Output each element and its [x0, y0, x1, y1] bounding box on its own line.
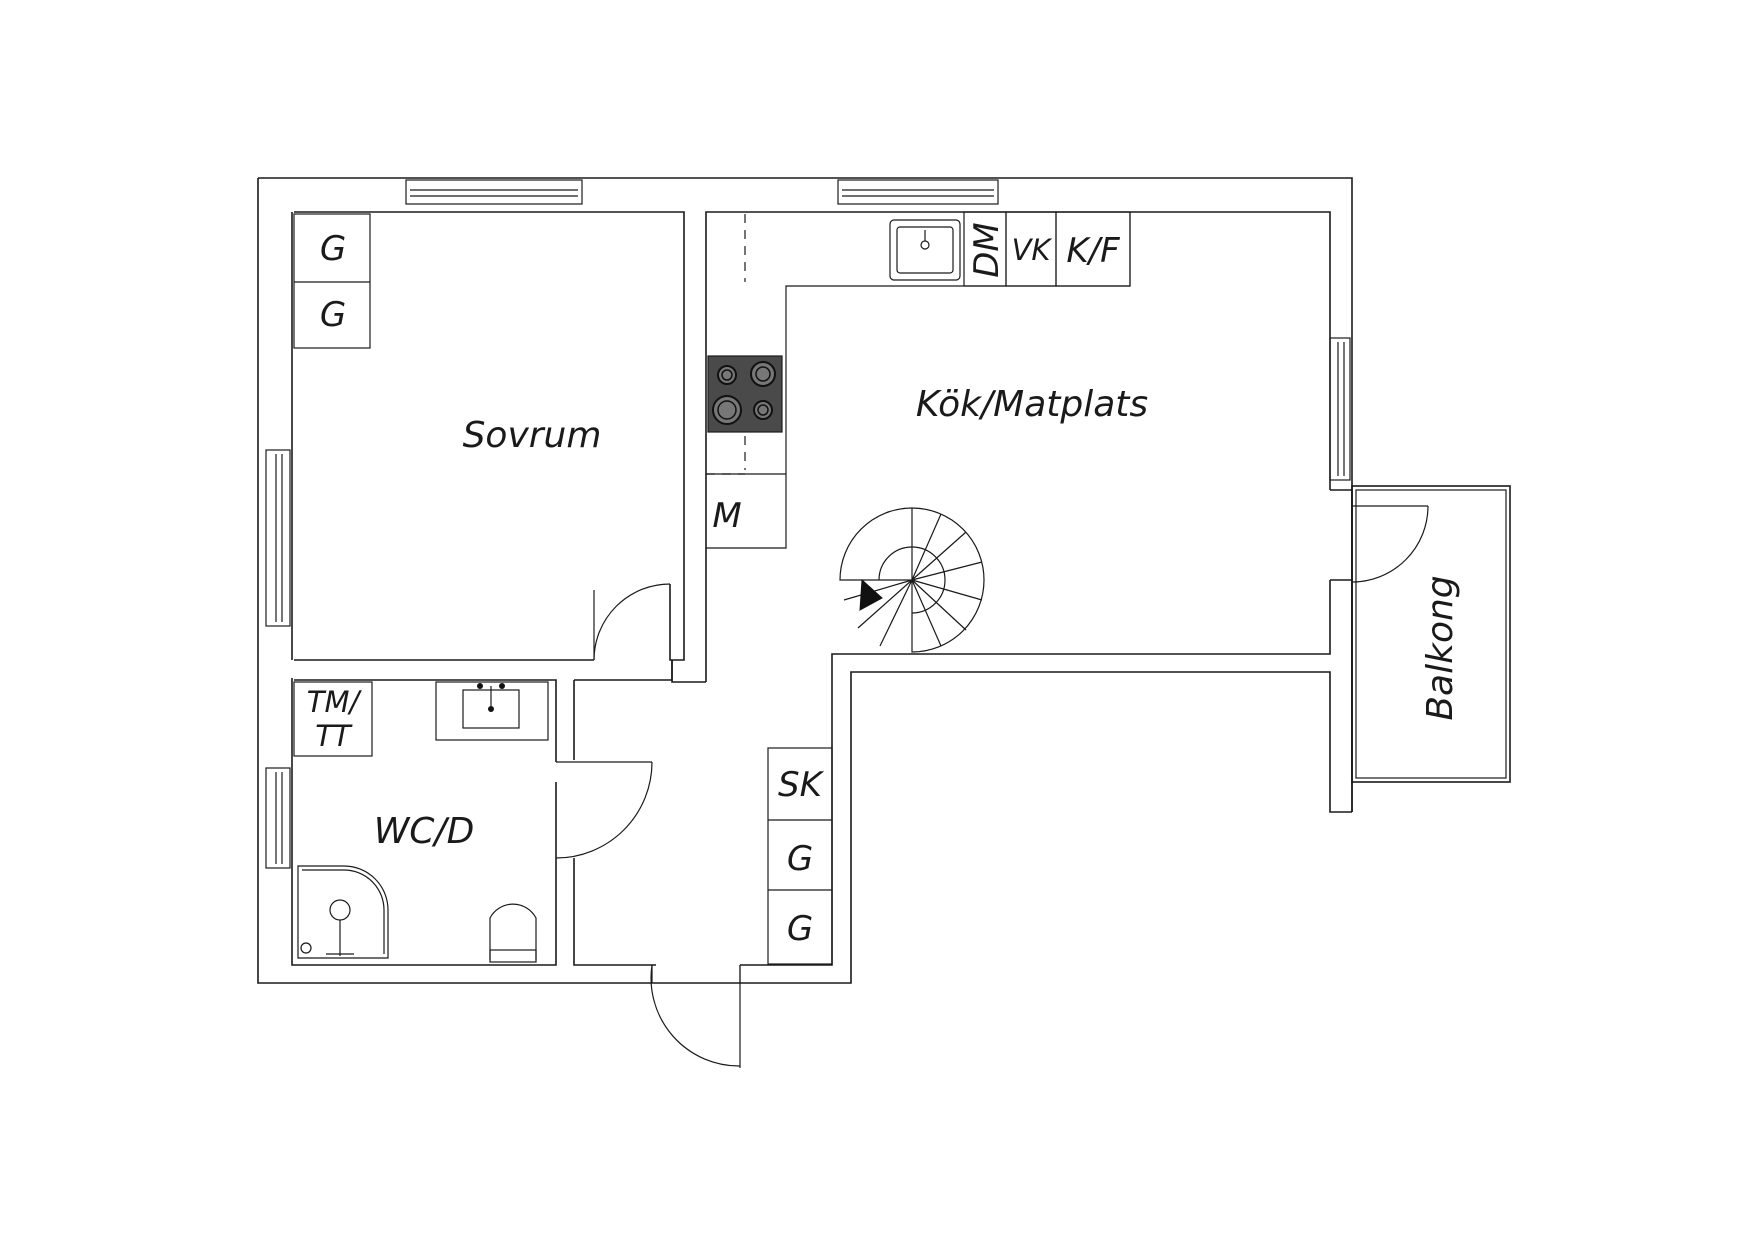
bedroom-wardrobe-1-label: G: [320, 229, 346, 269]
bedroom-door: [593, 583, 671, 661]
window-bedroom-top: [405, 179, 583, 205]
bedroom-wardrobes: [293, 213, 371, 349]
toilet-icon: [489, 903, 537, 963]
bathroom-door: [555, 761, 653, 859]
balcony: [1351, 485, 1511, 783]
washbasin-icon: [435, 681, 549, 741]
fridge-freezer-label: K/F: [1066, 231, 1120, 271]
bedroom-walls: [294, 211, 685, 661]
room-label-bathroom: WC/D: [374, 811, 475, 852]
kitchen-sink: [889, 219, 961, 281]
closet-label: SK: [778, 765, 825, 805]
bedroom-wardrobe-2-label: G: [320, 295, 346, 335]
room-label-bedroom: Sovrum: [463, 415, 602, 456]
hall-wardrobe-2-label: G: [787, 909, 813, 949]
bathroom-walls: [294, 660, 673, 762]
kitchen-walls: [671, 211, 1353, 812]
washer-dryer-label-top: TM/: [307, 685, 363, 719]
water-heater-label: VK: [1012, 233, 1053, 267]
kitchen-appliance-row: [963, 211, 1131, 287]
room-label-balcony: Balkong: [1420, 575, 1461, 720]
balcony-door: [1351, 505, 1429, 583]
stove-icon: [707, 355, 783, 433]
dishwasher-label: DM: [967, 222, 1007, 278]
washer-dryer: [293, 681, 373, 757]
window-bathroom-left: [265, 767, 291, 869]
window-bedroom-left: [265, 449, 291, 627]
shower-icon: [297, 865, 389, 959]
room-label-kitchen: Kök/Matplats: [916, 384, 1148, 425]
window-kitchen-top: [837, 179, 999, 205]
microwave-label: M: [712, 496, 741, 536]
window-kitchen-right: [1329, 337, 1351, 481]
spiral-stair-icon: [839, 507, 985, 653]
hall-wardrobe-1-label: G: [787, 839, 813, 879]
washer-dryer-label-bottom: TT: [315, 719, 353, 753]
hall-closets: [767, 747, 833, 965]
entrance-door: [650, 964, 741, 1068]
